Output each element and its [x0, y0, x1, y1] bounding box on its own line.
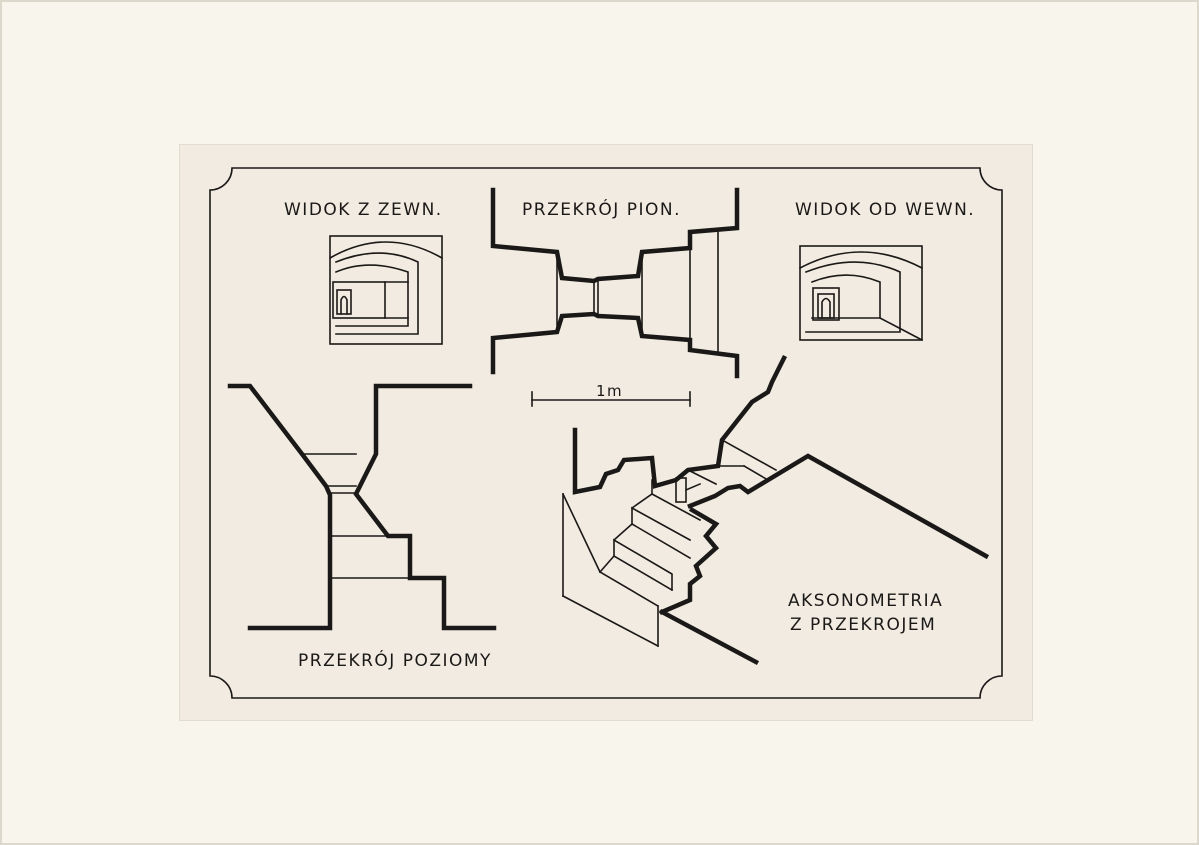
- horizontal-section-drawing: [227, 383, 497, 631]
- scale-bar: [531, 391, 691, 407]
- axonometry-label-line2: Z PRZEKROJEM: [790, 615, 936, 635]
- exterior-view-label: WIDOK Z ZEWN.: [284, 200, 443, 220]
- exterior-view-drawing: [328, 235, 444, 345]
- interior-view-label: WIDOK OD WEWN.: [795, 200, 975, 220]
- scale-bar-label: 1m: [596, 382, 623, 400]
- horizontal-section-label: PRZEKRÓJ POZIOMY: [298, 649, 492, 671]
- drawing-plate: [180, 145, 1032, 720]
- axonometry-label-line1: AKSONOMETRIA: [788, 591, 943, 611]
- axonometry-drawing: [561, 354, 990, 666]
- vertical-section-drawing: [490, 187, 740, 379]
- vertical-section-label: PRZEKRÓJ PION.: [522, 198, 681, 220]
- plate-border: [209, 167, 1003, 699]
- interior-view-drawing: [798, 245, 924, 342]
